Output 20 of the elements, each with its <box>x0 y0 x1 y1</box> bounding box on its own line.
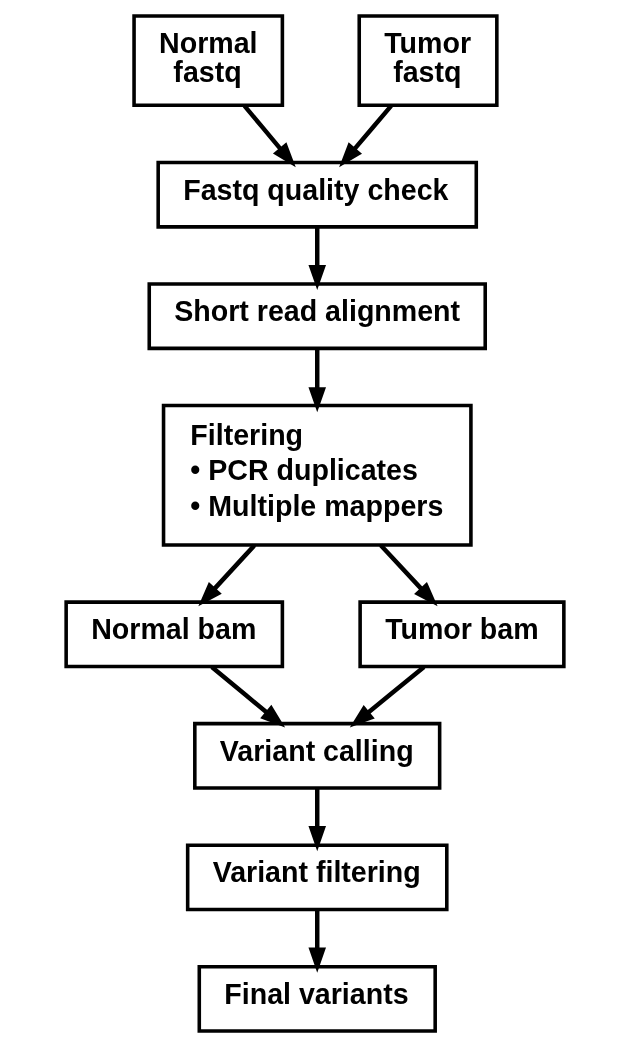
node-box: Final variants <box>197 964 437 1033</box>
node-box: Normal fastq <box>132 14 285 108</box>
arrow <box>349 665 426 728</box>
node-box: Variant calling <box>193 721 442 790</box>
arrow <box>308 788 326 852</box>
arrow <box>339 104 393 168</box>
arrow <box>198 543 257 607</box>
node-box: Normal bam <box>64 600 285 669</box>
node-box: Tumor fastq <box>357 14 499 108</box>
node-box: Short read alignment <box>147 282 487 351</box>
arrow <box>379 543 438 607</box>
arrow <box>242 104 296 168</box>
arrow <box>308 348 326 413</box>
node-box: Tumor bam <box>358 600 566 669</box>
node-box: Variant filtering <box>185 843 449 912</box>
arrow <box>210 665 286 728</box>
node-box: Fastq quality check <box>156 160 479 229</box>
arrow <box>308 227 326 290</box>
arrow <box>308 910 326 973</box>
node-box: Filtering • PCR duplicates • Multiple mappers <box>161 403 473 547</box>
